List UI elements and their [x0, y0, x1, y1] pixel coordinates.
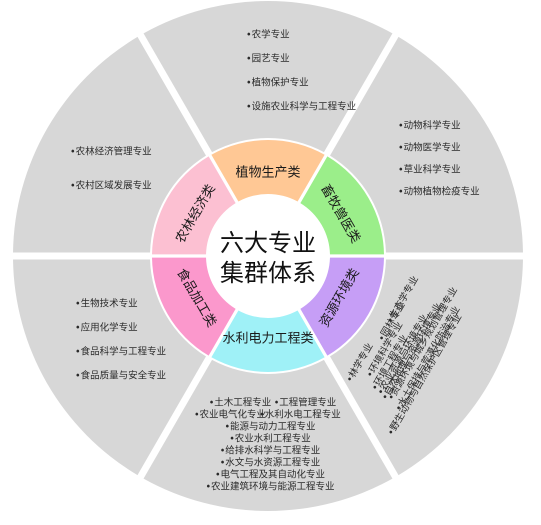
- major-item-animal: •草业科学专业: [398, 164, 461, 176]
- major-item-food: •应用化学专业: [75, 322, 138, 334]
- major-item-food: •生物技术专业: [75, 298, 138, 310]
- major-item-food: •食品科学与工程专业: [75, 346, 166, 358]
- major-item-water: •水利水电工程专业: [259, 409, 341, 421]
- sector-name-plant: 植物生产类: [235, 166, 300, 181]
- major-item-plant: •园艺专业: [246, 53, 290, 65]
- inner-sector-environment: [300, 257, 384, 356]
- major-item-water: •能源与动力工程专业: [224, 421, 315, 433]
- inner-sector-food: [152, 257, 236, 356]
- outer-sector-environment: [330, 259, 523, 476]
- center-hub: 六大专业 集群体系: [208, 196, 328, 316]
- center-circle: [208, 196, 328, 316]
- outer-sector-forestry: [13, 36, 206, 253]
- major-item-water: •电气工程及其自动化专业: [215, 469, 325, 481]
- center-title-line2: 集群体系: [220, 259, 316, 287]
- inner-sector-forestry: [152, 156, 236, 255]
- inner-sector-animal: [300, 156, 384, 255]
- major-item-forestry: •农林经济管理专业: [70, 146, 152, 158]
- major-item-plant: •设施农业科学与工程专业: [246, 101, 356, 113]
- major-item-animal: •动物科学专业: [398, 120, 461, 132]
- center-title-line1: 六大专业: [220, 229, 316, 257]
- major-item-water: •给排水科学与工程专业: [220, 445, 321, 457]
- outer-sector-food: [13, 259, 206, 476]
- major-item-water: •工程管理专业: [274, 397, 337, 409]
- sector-name-water: 水利电力工程类: [222, 332, 313, 347]
- major-item-water: •农业水利工程专业: [229, 433, 311, 445]
- major-item-food: •食品质量与安全专业: [75, 370, 166, 382]
- major-item-water: •农业电气化专业: [194, 409, 266, 421]
- inner-sector-plant: [211, 140, 325, 202]
- major-item-water: •农业建筑环境与能源工程专业: [205, 481, 334, 493]
- outer-sector-plant: [143, 0, 393, 153]
- major-item-water: •土木工程专业: [209, 397, 272, 409]
- major-item-animal: •动物医学专业: [398, 142, 461, 154]
- major-item-animal: •动物植物检疫专业: [398, 186, 480, 198]
- inner-sector-water: [211, 310, 325, 372]
- inner-ring: [152, 140, 384, 372]
- major-item-plant: •农学专业: [246, 29, 290, 41]
- major-item-forestry: •农村区域发展专业: [70, 180, 152, 192]
- outer-sector-animal: [330, 36, 523, 253]
- outer-ring: [13, 0, 523, 511]
- outer-sector-water: [143, 359, 393, 511]
- major-item-water: •水文与水资源工程专业: [220, 457, 321, 469]
- major-item-plant: •植物保护专业: [246, 77, 309, 89]
